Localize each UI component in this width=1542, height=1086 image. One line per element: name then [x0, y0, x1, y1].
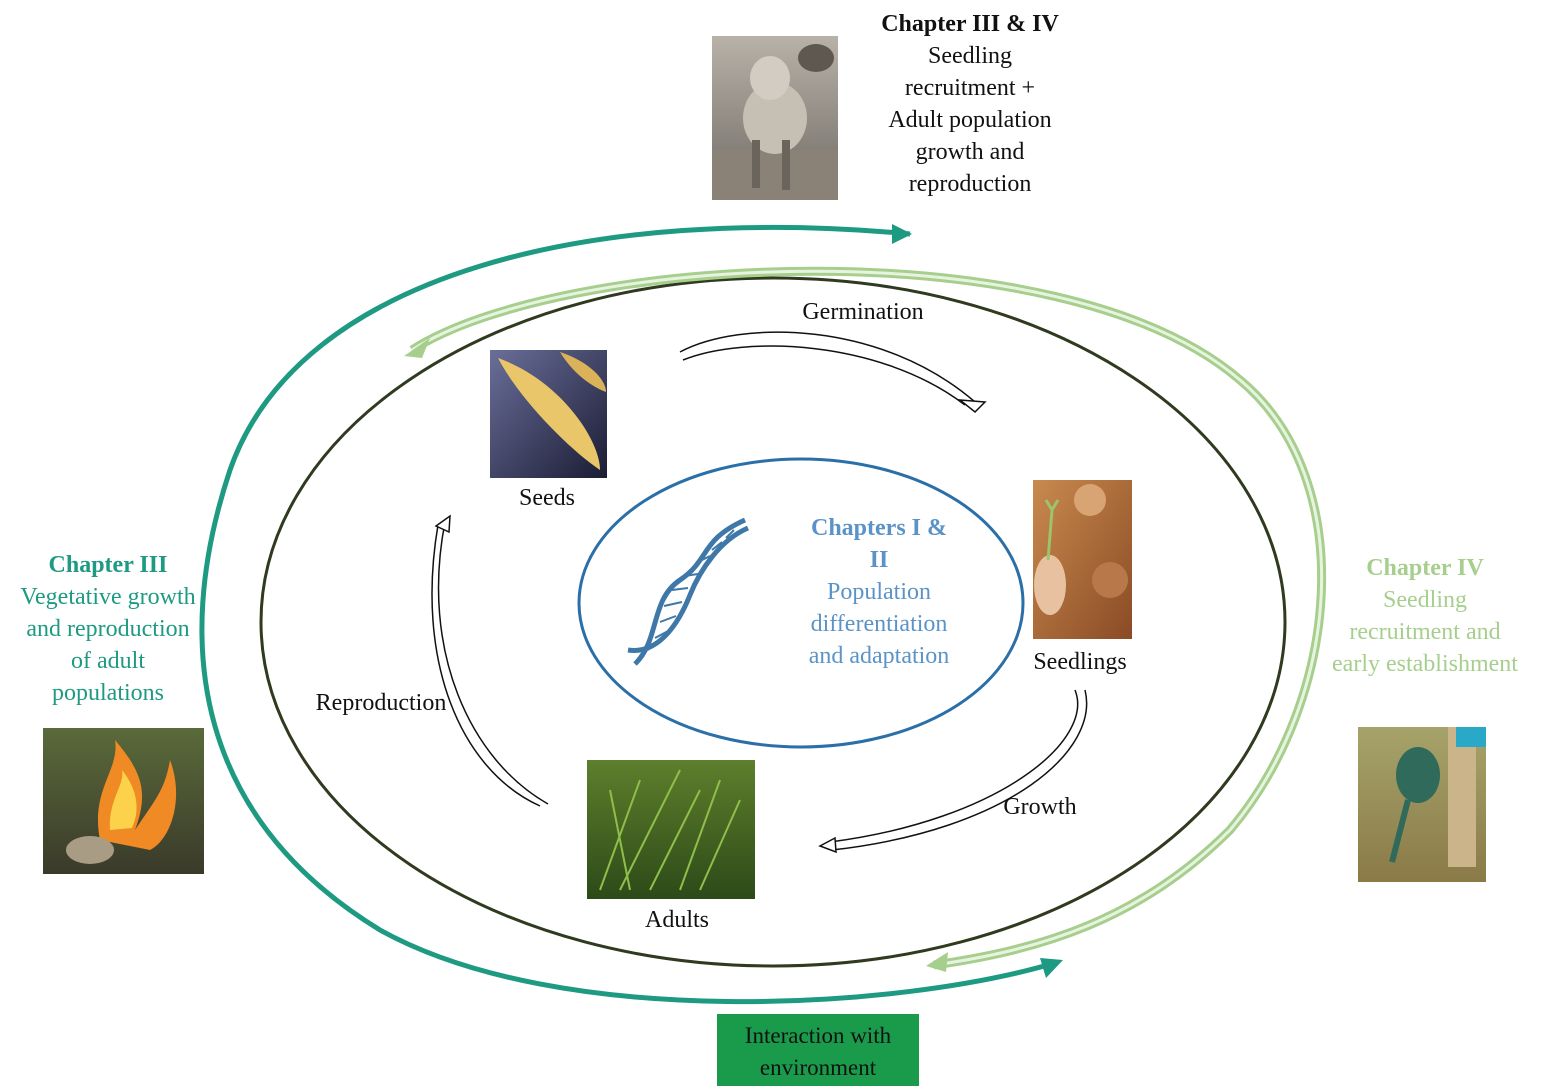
- center-ellipse: [577, 457, 1025, 749]
- center-line: differentiation: [810, 611, 948, 637]
- top-chapter-line: reproduction: [908, 171, 1032, 197]
- left-chapter-line: populations: [52, 680, 164, 706]
- outer-cycle-ring: [259, 276, 1287, 968]
- top-chapter-title: Chapter III & IV: [881, 11, 1059, 37]
- top-chapter-line: Seedling: [928, 43, 1012, 69]
- dna-helix-icon: [627, 517, 750, 666]
- top-chapter-block: Chapter III & IV Seedling recruitment + …: [850, 8, 1090, 200]
- left-chapter-line: and reproduction: [26, 616, 190, 642]
- teal-arrowhead-top: [892, 224, 912, 244]
- teal-arrowhead-bottom: [1040, 958, 1063, 978]
- reproduction-arrow: [431, 514, 549, 807]
- watering-can-photo: [1358, 727, 1486, 882]
- environment-line: Interaction with: [744, 1023, 892, 1048]
- right-chapter-line: Seedling: [1383, 587, 1467, 613]
- center-chapter-block: Chapters I & II Population differentiati…: [775, 512, 983, 672]
- left-chapter-line: of adult: [71, 648, 145, 674]
- stage-seedlings-label: Seedlings: [1033, 649, 1127, 675]
- process-germination-label: Germination: [802, 299, 924, 325]
- fire-photo: [43, 728, 204, 874]
- stage-seeds-label: Seeds: [519, 485, 575, 511]
- center-line: Population: [826, 579, 931, 605]
- center-title-line: II: [869, 547, 889, 573]
- right-chapter-line: recruitment and: [1349, 619, 1501, 645]
- growth-arrow: [818, 689, 1088, 854]
- sheep-photo: [712, 36, 838, 200]
- environment-box: Interaction with environment: [717, 1014, 919, 1086]
- top-chapter-line: Adult population: [888, 107, 1052, 133]
- germination-arrow: [679, 331, 987, 414]
- seedling-photo: [1033, 480, 1132, 639]
- top-chapter-line: recruitment +: [904, 75, 1036, 101]
- green-arrowhead-bottom: [926, 952, 948, 972]
- top-chapter-line: growth and: [915, 139, 1025, 165]
- left-chapter-line: Vegetative growth: [20, 584, 196, 610]
- environment-line: environment: [759, 1055, 877, 1080]
- right-chapter-title: Chapter IV: [1366, 555, 1484, 581]
- process-reproduction-label: Reproduction: [315, 690, 447, 716]
- left-chapter-title: Chapter III: [48, 552, 168, 578]
- green-arrowhead-left: [404, 338, 430, 358]
- process-growth-label: Growth: [1003, 794, 1077, 820]
- left-chapter-block: Chapter III Vegetative growth and reprod…: [2, 549, 214, 709]
- stage-adults-label: Adults: [644, 907, 709, 933]
- teal-interaction-arc: [199, 224, 1059, 1005]
- center-title-line: Chapters I &: [811, 515, 947, 541]
- grass-tussock-photo: [587, 760, 755, 899]
- center-line: and adaptation: [808, 643, 950, 669]
- seeds-photo: [490, 350, 607, 478]
- right-chapter-line: early establishment: [1332, 651, 1518, 677]
- right-chapter-block: Chapter IV Seedling recruitment and earl…: [1318, 552, 1532, 680]
